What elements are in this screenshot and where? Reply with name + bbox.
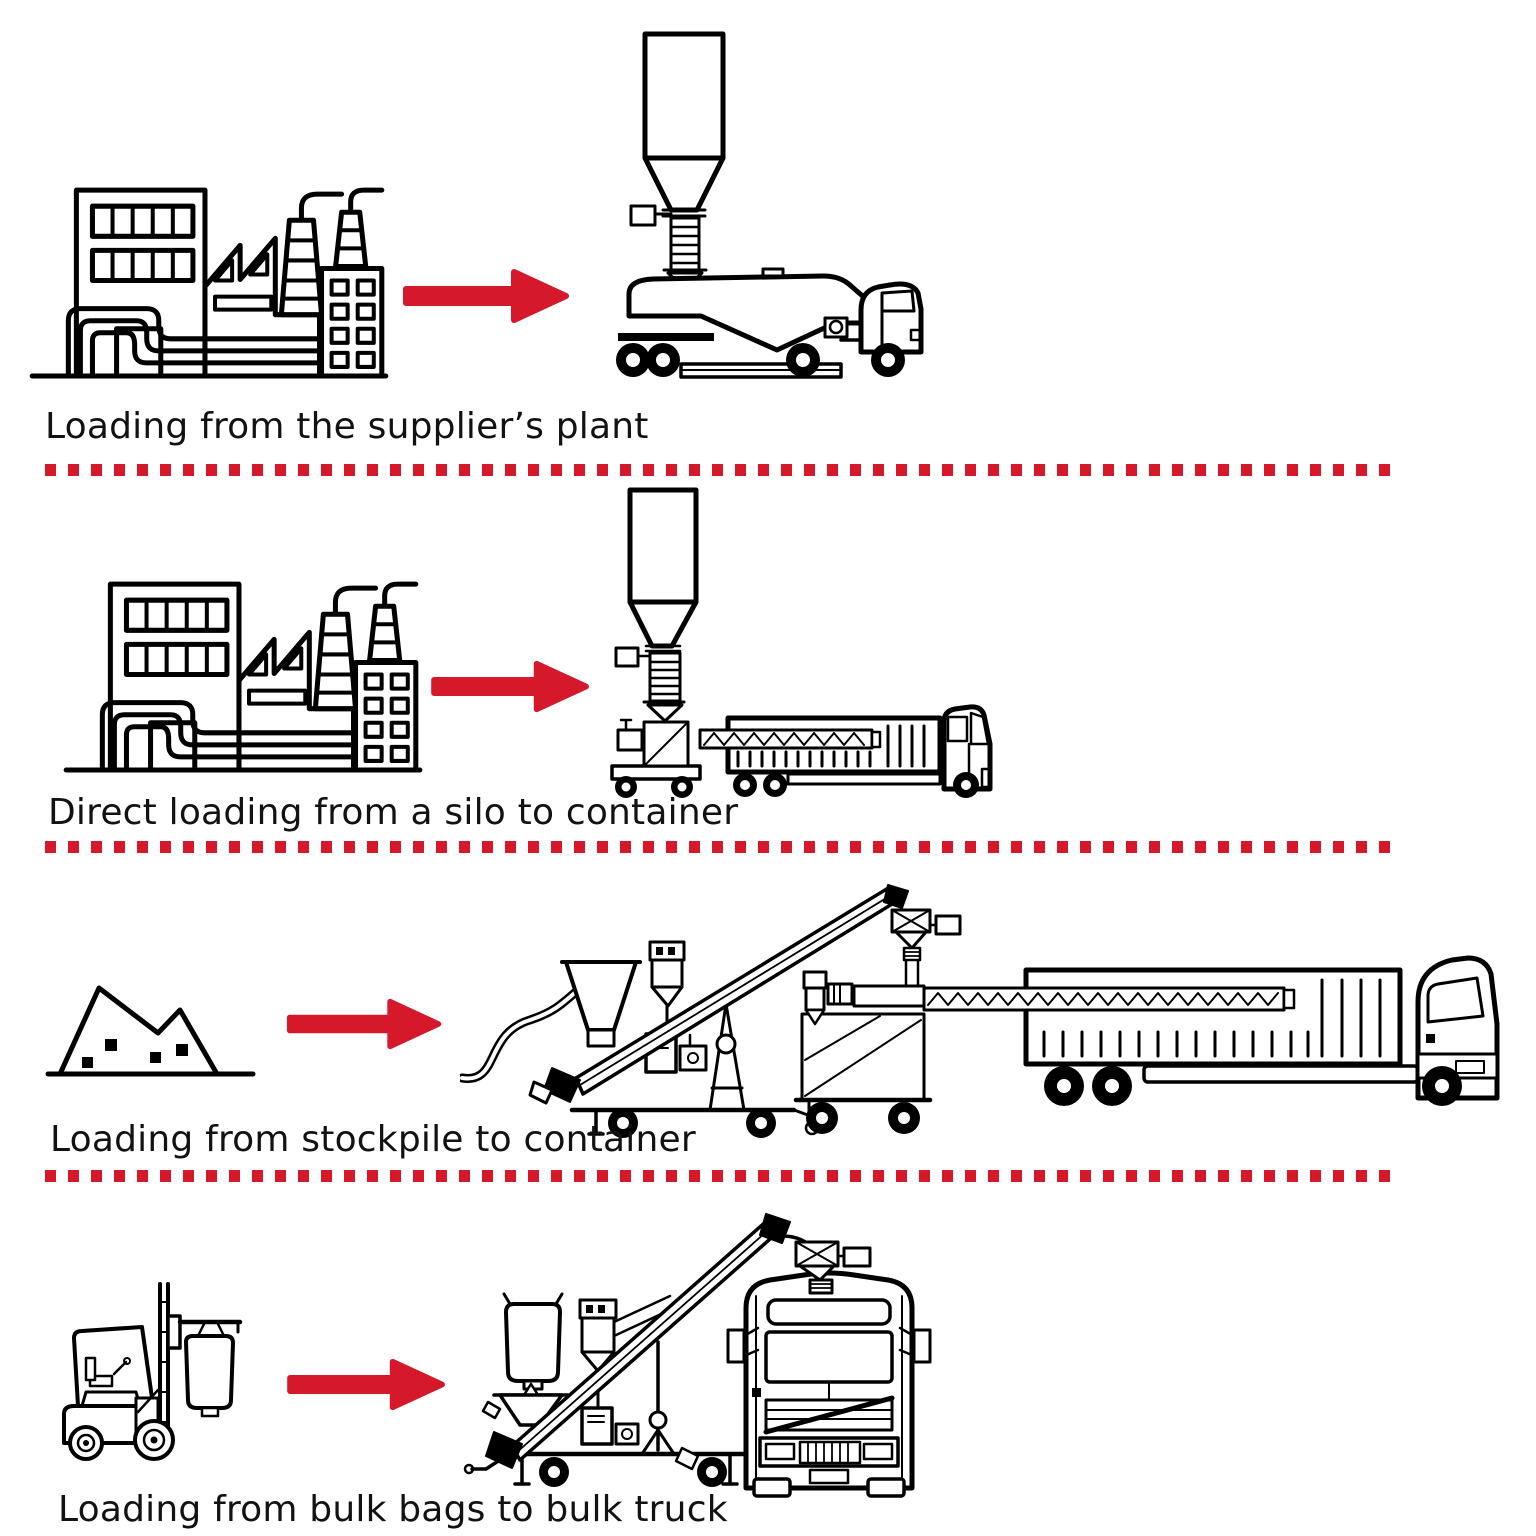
stockpile-icon	[45, 985, 256, 1077]
separator-dashed-line	[45, 841, 1395, 853]
factory-icon	[28, 168, 390, 381]
silo	[614, 487, 699, 723]
silo-loading-bulk-tanker-illustration	[616, 31, 924, 379]
red-arrow-right-icon	[430, 658, 592, 715]
container-truck	[725, 704, 993, 798]
silo	[629, 31, 726, 291]
screw-feeder-machine	[610, 718, 882, 798]
factory-icon	[62, 562, 424, 775]
mobile-screw-conveyor	[463, 1213, 791, 1487]
separator-dashed-line	[45, 464, 1395, 476]
red-arrow-right-icon	[286, 996, 444, 1052]
silo-screw-feeder-container-truck-illustration	[610, 487, 993, 798]
top-loading-spout	[780, 1234, 872, 1295]
bulk-bag-conveyor-bulk-truck-illustration	[463, 1213, 932, 1498]
caption-bulk-bags-bulk-truck: Loading from bulk bags to bulk truck	[58, 1489, 728, 1530]
red-arrow-right-icon	[402, 266, 572, 326]
bulk-truck-front	[726, 1270, 932, 1498]
suction-hose	[460, 985, 583, 1083]
red-arrow-right-icon	[286, 1356, 448, 1413]
bulk-bag	[502, 1292, 564, 1391]
screw-conveyor-into-container	[922, 986, 1296, 1012]
separator-dashed-line	[45, 1170, 1395, 1182]
forklift-bulk-bag-icon	[62, 1282, 243, 1461]
container-truck	[1023, 955, 1500, 1106]
caption-stockpile-container: Loading from stockpile to container	[50, 1119, 696, 1160]
mobile-conveyor-unit	[528, 884, 909, 1138]
mobile-loader-unit	[793, 908, 962, 1134]
mobile-conveyors-container-truck-illustration	[460, 884, 1500, 1138]
caption-direct-loading-silo: Direct loading from a silo to container	[48, 792, 739, 833]
bulk-tanker-truck	[616, 267, 924, 379]
caption-supplier-plant: Loading from the supplier’s plant	[45, 406, 649, 447]
